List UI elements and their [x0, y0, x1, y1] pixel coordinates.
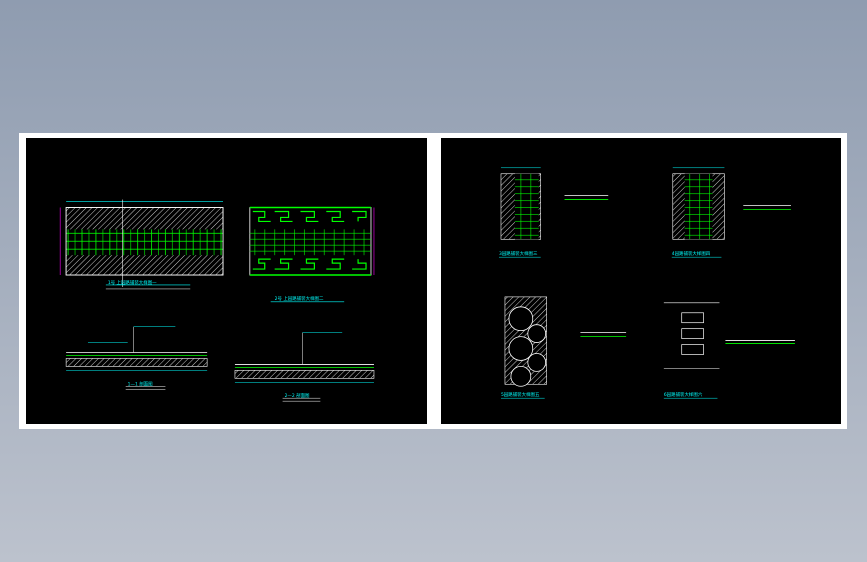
section-1-title: 1—1 剖面图 [128, 380, 153, 387]
detail-5-title: 5园路铺装大样图五 [501, 391, 540, 398]
sheet-left-canvas: 1号 上园路铺装大样图一 2号 上园路铺装大样图二 1—1 剖面图 [59, 199, 375, 402]
plan-1-title: 1号 上园路铺装大样图一 [108, 279, 157, 286]
drawing-sheet-left[interactable]: 1号 上园路铺装大样图一 2号 上园路铺装大样图二 1—1 剖面图 [25, 137, 428, 425]
section-2-title: 2—2 剖面图 [285, 392, 310, 399]
detail-3-title: 3园路铺装大样图三 [499, 250, 538, 257]
paving-plan-2: 2号 上园路铺装大样图二 [249, 206, 375, 303]
plan-2-title: 2号 上园路铺装大样图二 [275, 295, 324, 302]
paving-plan-1: 1号 上园路铺装大样图一 [59, 199, 224, 290]
detail-6-title: 6园路铺装大样图六 [664, 391, 703, 398]
paving-detail-6: 6园路铺装大样图六 [664, 302, 795, 399]
paving-detail-4: 4园路铺装大样图四 [671, 167, 791, 258]
detail-4-title: 4园路铺装大样图四 [672, 250, 711, 257]
paving-detail-5: 5园路铺装大样图五 [501, 296, 627, 399]
paving-detail-3: 3园路铺装大样图三 [499, 167, 609, 258]
sheet-right-canvas: 3园路铺装大样图三 4园路铺装大样图四 5园路铺装大样图五 [499, 167, 795, 399]
section-2-2: 2—2 剖面图 [234, 332, 375, 402]
drawing-sheet-right[interactable]: 3园路铺装大样图三 4园路铺装大样图四 5园路铺装大样图五 [440, 137, 842, 425]
section-1-1: 1—1 剖面图 [65, 326, 208, 390]
